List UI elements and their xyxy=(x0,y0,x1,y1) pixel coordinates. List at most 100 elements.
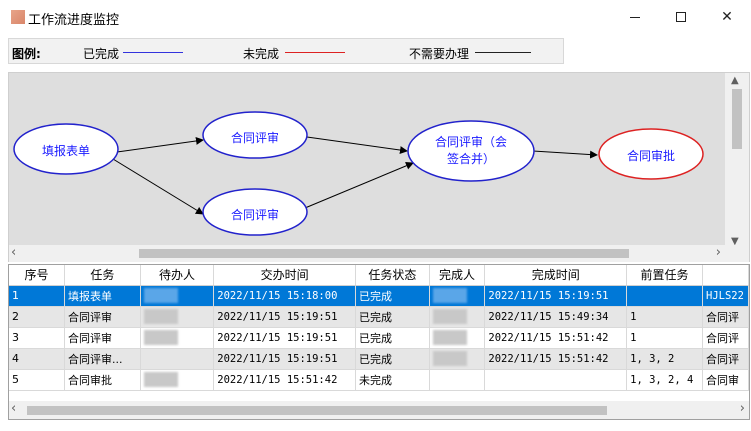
legend-line-incomplete xyxy=(285,52,345,53)
cell-pending-user xyxy=(140,285,215,307)
cell-completed-by xyxy=(429,306,486,328)
table-scroll-right-icon[interactable]: › xyxy=(739,401,745,416)
node-report-form[interactable]: 填报表单 xyxy=(41,144,90,158)
scroll-left-icon[interactable]: ‹ xyxy=(11,245,17,260)
cell-assigned-time: 2022/11/15 15:51:42 xyxy=(213,369,357,391)
table-row[interactable]: 1 填报表单 2022/11/15 15:18:00 已完成 2022/11/1… xyxy=(9,285,749,307)
maximize-button[interactable] xyxy=(658,0,704,34)
cell-extra: 合同审 xyxy=(702,369,749,391)
task-table: 序号 任务 待办人 交办时间 任务状态 完成人 完成时间 前置任务 1 填报表单… xyxy=(9,265,749,391)
cell-task: 合同审批 xyxy=(64,369,141,391)
node-fill-contract-review-2 xyxy=(202,188,308,236)
cell-prev-task: 1, 3, 2 xyxy=(626,348,703,370)
cell-completed-time: 2022/11/15 15:49:34 xyxy=(484,306,628,328)
legend-title: 图例: xyxy=(12,47,41,61)
cell-extra: 合同评 xyxy=(702,327,749,349)
redacted-user xyxy=(432,351,467,366)
col-header-completed-time[interactable]: 完成时间 xyxy=(484,265,628,286)
edge-n1-n2 xyxy=(116,137,204,153)
col-header-task[interactable]: 任务 xyxy=(64,265,141,286)
table-row[interactable]: 2 合同评审 2022/11/15 15:19:51 已完成 2022/11/1… xyxy=(9,306,749,328)
redacted-user xyxy=(143,330,178,345)
col-header-pending-user[interactable]: 待办人 xyxy=(140,265,215,286)
redacted-user xyxy=(143,288,178,303)
cell-no: 3 xyxy=(9,327,66,349)
cell-completed-time xyxy=(484,369,628,391)
cell-no: 4 xyxy=(9,348,66,370)
redacted-user xyxy=(432,309,467,324)
minimize-button[interactable] xyxy=(612,0,658,34)
cell-completed-time: 2022/11/15 15:51:42 xyxy=(484,327,628,349)
legend-label-completed: 已完成 xyxy=(83,47,120,61)
col-header-assigned-time[interactable]: 交办时间 xyxy=(213,265,357,286)
cell-completed-by xyxy=(429,369,486,391)
node-fill-report-form xyxy=(13,123,119,175)
task-table-panel: 序号 任务 待办人 交办时间 任务状态 完成人 完成时间 前置任务 1 填报表单… xyxy=(8,264,750,420)
cell-status: 未完成 xyxy=(355,369,430,391)
minimize-icon xyxy=(630,16,640,18)
node-contract-review-2[interactable]: 合同评审 xyxy=(230,208,279,222)
cell-pending-user xyxy=(140,348,215,370)
node-merged-line2: 签合并） xyxy=(446,152,495,166)
cell-completed-by xyxy=(429,285,486,307)
col-header-prev-task[interactable]: 前置任务 xyxy=(626,265,703,286)
cell-extra: HJLS22 xyxy=(702,285,749,307)
redacted-user xyxy=(143,309,178,324)
table-horizontal-scrollbar[interactable]: ‹ › xyxy=(9,401,749,419)
node-fill-contract-review-1 xyxy=(202,111,308,159)
edge-n3-n4 xyxy=(304,162,414,209)
table-scroll-left-icon[interactable]: ‹ xyxy=(11,401,17,416)
table-row[interactable]: 4 合同评审... 2022/11/15 15:19:51 已完成 2022/1… xyxy=(9,348,749,370)
node-fill-contract-approval xyxy=(598,128,704,180)
cell-prev-task: 1, 3, 2, 4 xyxy=(626,369,703,391)
cell-status: 已完成 xyxy=(355,306,430,328)
edge-n1-n3 xyxy=(112,158,204,215)
cell-pending-user xyxy=(140,369,215,391)
node-contract-review-merged[interactable]: 合同评审（会 签合并） xyxy=(409,133,533,167)
scroll-up-icon[interactable]: ▲ xyxy=(731,75,739,86)
cell-no: 5 xyxy=(9,369,66,391)
close-button[interactable]: ✕ xyxy=(704,0,750,34)
cell-pending-user xyxy=(140,306,215,328)
cell-status: 已完成 xyxy=(355,348,430,370)
col-header-completed-by[interactable]: 完成人 xyxy=(429,265,486,286)
scroll-corner xyxy=(725,245,749,262)
cell-pending-user xyxy=(140,327,215,349)
workflow-diagram-panel: 填报表单 合同评审 合同评审 合同评审（会 签合并） 合同审批 ▲ ▼ ‹ › xyxy=(8,72,750,262)
cell-extra: 合同评 xyxy=(702,306,749,328)
cell-assigned-time: 2022/11/15 15:19:51 xyxy=(213,306,357,328)
cell-completed-by xyxy=(429,327,486,349)
table-row[interactable]: 5 合同审批 2022/11/15 15:51:42 未完成 1, 3, 2, … xyxy=(9,369,749,391)
diagram-horizontal-scrollbar[interactable]: ‹ › xyxy=(9,245,725,262)
node-merged-line1: 合同评审（会 xyxy=(434,135,507,149)
cell-prev-task: 1 xyxy=(626,327,703,349)
col-header-status[interactable]: 任务状态 xyxy=(355,265,430,286)
app-icon xyxy=(11,10,25,24)
scroll-right-icon[interactable]: › xyxy=(715,245,721,260)
redacted-user xyxy=(432,330,467,345)
node-contract-approval[interactable]: 合同审批 xyxy=(626,149,675,163)
redacted-user xyxy=(432,288,467,303)
maximize-icon xyxy=(676,12,686,22)
col-header-extra[interactable] xyxy=(702,265,749,286)
diagram-vertical-scrollbar[interactable]: ▲ ▼ xyxy=(725,73,749,247)
cell-task: 填报表单 xyxy=(64,285,141,307)
cell-completed-time: 2022/11/15 15:51:42 xyxy=(484,348,628,370)
cell-completed-by xyxy=(429,348,486,370)
edge-n2-n4 xyxy=(306,136,408,154)
table-hscroll-thumb[interactable] xyxy=(27,406,607,415)
table-row[interactable]: 3 合同评审 2022/11/15 15:19:51 已完成 2022/11/1… xyxy=(9,327,749,349)
node-contract-review-1[interactable]: 合同评审 xyxy=(230,131,279,145)
workflow-diagram[interactable]: 填报表单 合同评审 合同评审 合同评审（会 签合并） 合同审批 xyxy=(9,73,725,245)
cell-assigned-time: 2022/11/15 15:19:51 xyxy=(213,327,357,349)
cell-assigned-time: 2022/11/15 15:19:51 xyxy=(213,348,357,370)
table-header-row: 序号 任务 待办人 交办时间 任务状态 完成人 完成时间 前置任务 xyxy=(9,265,749,286)
diagram-vscroll-thumb[interactable] xyxy=(732,89,742,149)
legend-label-not-required: 不需要办理 xyxy=(409,47,470,61)
col-header-no[interactable]: 序号 xyxy=(9,265,66,286)
node-fill-contract-review-merged xyxy=(407,120,535,182)
diagram-hscroll-thumb[interactable] xyxy=(139,249,629,258)
cell-no: 1 xyxy=(9,285,66,307)
scroll-down-icon[interactable]: ▼ xyxy=(731,236,739,247)
cell-completed-time: 2022/11/15 15:19:51 xyxy=(484,285,628,307)
